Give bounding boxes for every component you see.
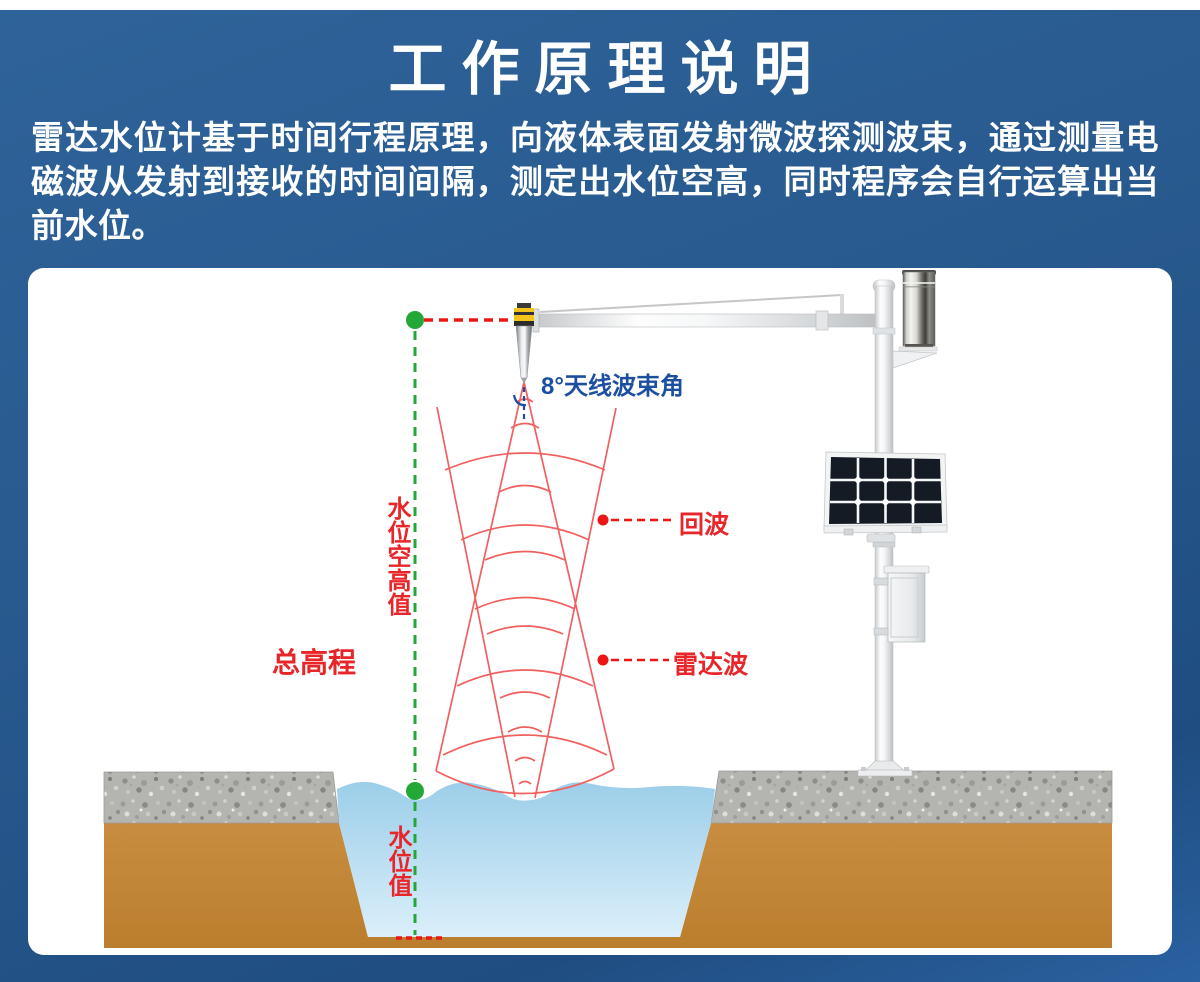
pole-ring-lower (872, 541, 896, 548)
sensor-horn-tip (521, 378, 527, 384)
control-box-lid (883, 565, 930, 574)
rain-gauge-seam (903, 282, 935, 284)
echo-label: 回波 (679, 511, 730, 539)
radar-wave-pointer-dot (597, 654, 609, 666)
monitoring-station (514, 270, 948, 777)
solar-clamp-left (843, 528, 854, 536)
control-box-door (890, 577, 919, 638)
rain-gauge-plate (898, 346, 938, 352)
right-bank-gravel (710, 770, 1113, 824)
radar-wavefront-arcs (484, 398, 566, 785)
rain-gauge-seam2 (903, 286, 935, 288)
pole-base (857, 760, 913, 777)
arm-support-rod (539, 294, 843, 313)
solar-panel (823, 451, 948, 543)
radar-beam (435, 381, 617, 799)
water-level-value-label: 水位值 (384, 825, 411, 897)
sensor-band-bottom (514, 321, 534, 326)
pole-ring-upper (872, 327, 896, 335)
rain-gauge-cylinder (902, 271, 936, 347)
principle-description: 雷达水位计基于时间行程原理，向液体表面发射微波探测波束，通过测量电磁波从发射到接… (31, 119, 1159, 244)
river-channel-cross-section (103, 770, 1113, 948)
sensor-cap (517, 303, 531, 308)
water-body (337, 781, 715, 937)
beam-footprint-arc (435, 768, 615, 795)
radar-sensor (514, 303, 534, 384)
rod-post (840, 294, 844, 318)
page-title: 工作原理说明 (388, 37, 827, 102)
beam-edges (435, 381, 617, 799)
control-box-body (887, 572, 926, 643)
sensor-band-top (514, 312, 534, 315)
left-bank-gravel (103, 771, 340, 824)
rain-gauge-bottom-rim (905, 344, 933, 348)
total-elevation-label: 总高程 (272, 647, 357, 678)
top-datum-marker (406, 311, 424, 329)
solar-mount-collar (866, 533, 896, 543)
radar-wave-label: 雷达波 (673, 651, 749, 679)
air-height-value-label: 水位空高值 (383, 496, 410, 616)
top-white-strip (0, 0, 1200, 10)
control-box-clamp-top (873, 577, 889, 586)
soil-body (104, 823, 1112, 948)
control-box (873, 565, 930, 643)
diagram-panel (28, 268, 1172, 955)
pole-base-plate (857, 769, 913, 777)
principle-diagram (103, 270, 1113, 948)
beam-angle-arc (512, 394, 527, 407)
water-surface-marker (406, 782, 424, 800)
rain-gauge (892, 270, 938, 369)
solar-grid-lines (830, 458, 941, 523)
arm-collar (815, 310, 829, 331)
control-box-clamp-bottom (873, 627, 889, 636)
measurement-annotations (396, 311, 673, 940)
beam-angle-label: 8°天线波束角 (541, 373, 684, 400)
solar-bottom-bar (823, 524, 948, 534)
sensor-horn-cone (515, 325, 533, 379)
pole-base-bolt-right (904, 767, 909, 771)
rain-gauge-bracket (892, 350, 938, 369)
solar-grid-diamonds (853, 475, 918, 507)
solar-clamp-right (911, 526, 922, 534)
echo-pointer-dot (597, 514, 609, 526)
echo-wavefront-arcs (442, 452, 608, 756)
pole-base-bolt-left (861, 767, 866, 771)
